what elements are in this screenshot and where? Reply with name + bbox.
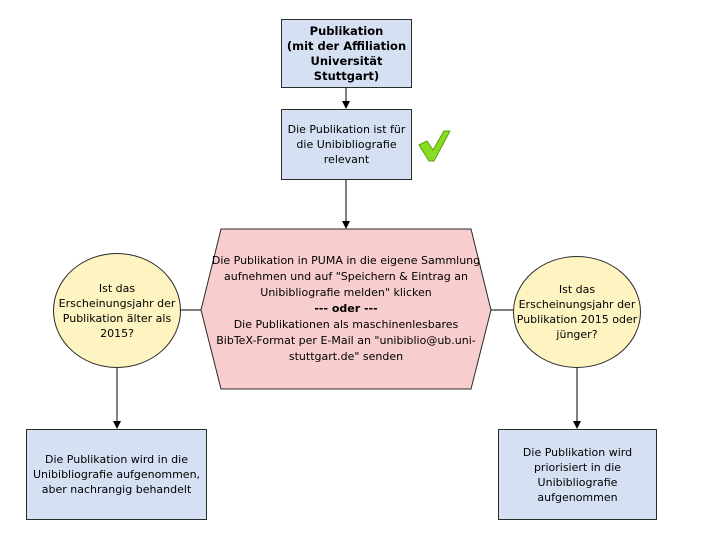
action-node: Die Publikation in PUMA in die eigene Sa…	[210, 232, 482, 386]
result-low-priority: Die Publikation wird in die Unibibliogra…	[26, 429, 207, 520]
action-or-separator: --- oder ---	[314, 302, 378, 315]
question-2015-or-newer: Ist das Erscheinungsjahr der Publikation…	[513, 256, 641, 368]
action-option-email: Die Publikationen als maschinenlesbares …	[216, 318, 476, 363]
question-older-than-2015: Ist das Erscheinungsjahr der Publikation…	[53, 253, 181, 368]
checkmark-icon	[418, 130, 451, 162]
start-node-publikation: Publikation (mit der Affiliation Univers…	[281, 19, 412, 88]
relevant-node: Die Publikation ist für die Unibibliogra…	[281, 109, 412, 180]
result-prioritized: Die Publikation wird priorisiert in die …	[498, 429, 657, 520]
action-option-puma: Die Publikation in PUMA in die eigene Sa…	[211, 254, 481, 299]
